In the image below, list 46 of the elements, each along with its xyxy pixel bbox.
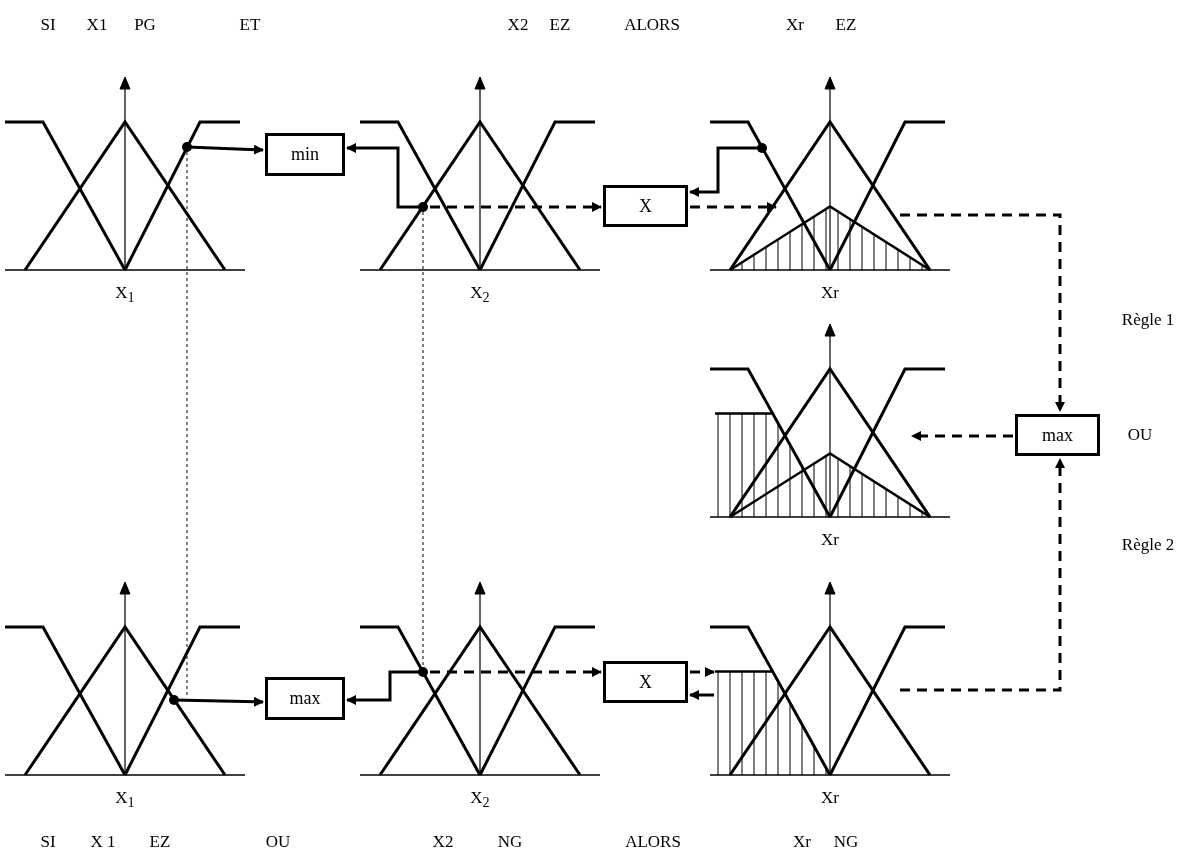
rule-label: Règle 2 — [1121, 535, 1175, 555]
operator-box: X — [603, 185, 688, 227]
operator-box: max — [265, 677, 345, 720]
axis-label: X$_{2}$ — [470, 788, 490, 812]
axis-label: X$_{1}$ — [115, 283, 135, 307]
arrow — [346, 143, 428, 212]
rule-keyword: OU — [1127, 425, 1153, 445]
term-label: EZ — [549, 15, 571, 35]
rule-keyword: SI — [40, 832, 56, 852]
rule-keyword: ALORS — [624, 15, 680, 35]
arrow — [690, 202, 777, 212]
arrow — [690, 667, 715, 677]
rule-keyword: SI — [40, 15, 56, 35]
operator-box: min — [265, 133, 345, 176]
term-label: EZ — [835, 15, 857, 35]
axis-label: Xr — [821, 530, 839, 550]
axis-label: Xr — [821, 283, 839, 303]
rule-keyword: ET — [239, 15, 261, 35]
term-label: NG — [497, 832, 523, 852]
variable-label: Xr — [793, 832, 811, 852]
arrow — [430, 202, 602, 212]
axis-label: X$_{2}$ — [470, 283, 490, 307]
axis-label: Xr — [821, 788, 839, 808]
arrow — [430, 667, 602, 677]
arrow — [169, 695, 264, 707]
variable-label: X 1 — [90, 832, 116, 852]
operator-box: X — [603, 661, 688, 703]
arrow — [900, 458, 1065, 692]
rule-label: Règle 1 — [1121, 310, 1175, 330]
variable-label: Xr — [786, 15, 804, 35]
arrow — [911, 431, 1013, 441]
arrow — [346, 667, 428, 705]
rule-keyword: OU — [265, 832, 291, 852]
operator-box: max — [1015, 414, 1100, 456]
arrow — [182, 142, 264, 155]
term-label: PG — [134, 15, 156, 35]
variable-label: X2 — [507, 15, 529, 35]
variable-label: X2 — [432, 832, 454, 852]
axis-label: X$_{1}$ — [115, 788, 135, 812]
term-label: NG — [833, 832, 859, 852]
term-label: EZ — [149, 832, 171, 852]
arrow — [689, 690, 714, 700]
rule-keyword: ALORS — [625, 832, 681, 852]
variable-label: X1 — [86, 15, 108, 35]
arrow — [900, 213, 1065, 412]
arrow — [689, 143, 767, 197]
